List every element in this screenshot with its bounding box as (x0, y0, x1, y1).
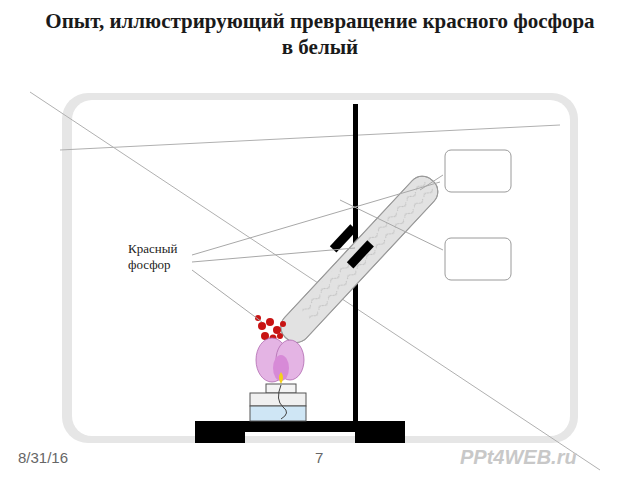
flame (256, 338, 304, 384)
slide-title: Опыт, иллюстрирующий превращение красног… (40, 8, 600, 60)
date-footer: 8/31/16 (18, 449, 68, 466)
clamp (330, 224, 374, 268)
lab-stand (195, 104, 405, 443)
leader-line (192, 175, 443, 322)
spirit-lamp (250, 384, 306, 421)
test-tube (275, 171, 444, 349)
part-label: Красный фосфор (126, 241, 192, 273)
empty-box (445, 150, 511, 192)
slide-number: 7 (315, 449, 323, 466)
decor-lines (30, 92, 600, 470)
panel (72, 100, 570, 436)
empty-box (445, 238, 511, 280)
panel-frame (62, 93, 578, 443)
red-phosphorus (255, 315, 286, 342)
watermark: PPt4WEB.ru (460, 446, 577, 469)
